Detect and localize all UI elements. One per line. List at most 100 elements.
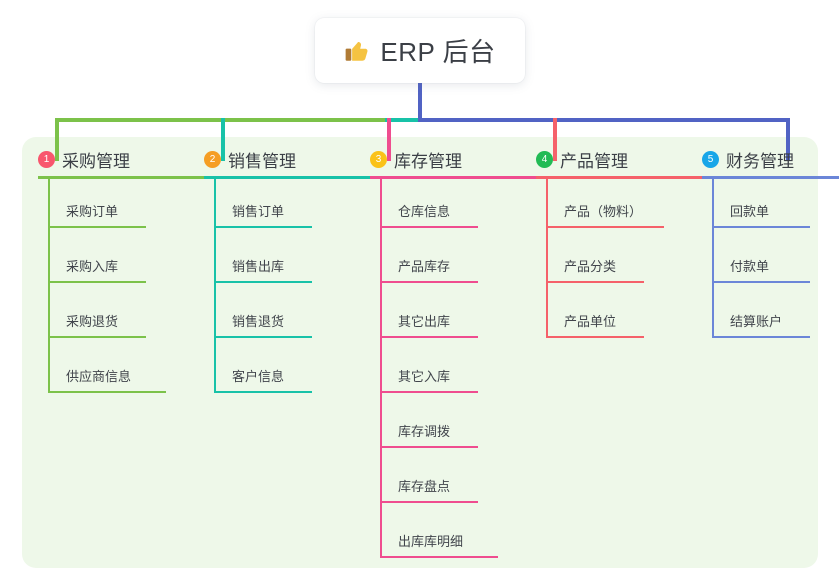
branch-header-3[interactable]: 3 库存管理 [370, 148, 540, 171]
leaf-label: 回款单 [730, 204, 770, 219]
branch-badge-4: 4 [536, 150, 553, 168]
branch-header-2[interactable]: 2 销售管理 [204, 148, 374, 171]
leaf-rule [380, 556, 498, 558]
leaf-node[interactable]: 产品单位 [546, 289, 706, 344]
leaf-label: 产品分类 [564, 259, 617, 274]
leaf-label: 结算账户 [730, 314, 783, 329]
leaf-list-2: 销售订单销售出库销售退货客户信息 [214, 179, 374, 399]
leaf-rule [712, 226, 810, 228]
leaf-spine [48, 179, 50, 393]
branch-column-2: 2 销售管理 销售订单销售出库销售退货客户信息 [204, 148, 374, 399]
leaf-node[interactable]: 其它出库 [380, 289, 540, 344]
leaf-rule [48, 281, 146, 283]
connector-bus-right [418, 118, 790, 122]
leaf-node[interactable]: 付款单 [712, 234, 839, 289]
branch-column-4: 4 产品管理 产品（物料） 产品分类产品单位 [536, 148, 706, 344]
branch-badge-3: 3 [370, 150, 387, 168]
leaf-list-3: 仓库信息产品库存其它出库其它入库库存调拨库存盘点出库库明细 [380, 179, 540, 564]
leaf-node[interactable]: 产品库存 [380, 234, 540, 289]
leaf-rule [380, 281, 478, 283]
leaf-label: 销售出库 [232, 259, 285, 274]
leaf-label: 其它入库 [398, 369, 451, 384]
leaf-node[interactable]: 销售订单 [214, 179, 374, 234]
branch-title-4: 产品管理 [560, 151, 628, 171]
leaf-rule [48, 226, 146, 228]
leaf-node[interactable]: 产品分类 [546, 234, 706, 289]
leaf-label: 供应商信息 [66, 369, 132, 384]
connector-drop-5 [786, 118, 790, 161]
branch-badge-1: 1 [38, 150, 55, 168]
leaf-spine [380, 179, 382, 558]
leaf-rule [48, 336, 146, 338]
connector-drop-1 [55, 118, 59, 161]
leaf-label: 库存调拨 [398, 424, 451, 439]
leaf-node[interactable]: 采购退货 [48, 289, 208, 344]
leaf-list-5: 回款单付款单结算账户 [712, 179, 839, 344]
leaf-label: 其它出库 [398, 314, 451, 329]
leaf-rule [546, 226, 664, 228]
branch-header-4[interactable]: 4 产品管理 [536, 148, 706, 171]
branch-title-2: 销售管理 [228, 151, 296, 171]
leaf-rule [48, 391, 166, 393]
branch-column-3: 3 库存管理 仓库信息产品库存其它出库其它入库库存调拨库存盘点出库库明细 [370, 148, 540, 564]
connector-bus-left [55, 118, 385, 122]
branch-title-5: 财务管理 [726, 151, 794, 171]
leaf-node[interactable]: 结算账户 [712, 289, 839, 344]
leaf-rule [380, 446, 478, 448]
branch-column-1: 1 采购管理 采购订单采购入库采购退货供应商信息 [38, 148, 208, 399]
connector-trunk [418, 83, 422, 121]
connector-bus-mid [385, 118, 420, 122]
branch-rule-2 [204, 176, 374, 179]
leaf-rule [214, 226, 312, 228]
branch-header-5[interactable]: 5 财务管理 [702, 148, 839, 171]
leaf-rule [214, 336, 312, 338]
leaf-rule [546, 281, 644, 283]
leaf-node[interactable]: 仓库信息 [380, 179, 540, 234]
leaf-rule [380, 501, 478, 503]
leaf-node[interactable]: 其它入库 [380, 344, 540, 399]
leaf-node[interactable]: 销售出库 [214, 234, 374, 289]
leaf-node[interactable]: 库存调拨 [380, 399, 540, 454]
diagram-panel [22, 137, 818, 568]
branch-header-1[interactable]: 1 采购管理 [38, 148, 208, 171]
connector-drop-3 [387, 118, 391, 161]
branch-rule-4 [536, 176, 706, 179]
leaf-rule [546, 336, 644, 338]
leaf-list-4: 产品（物料） 产品分类产品单位 [546, 179, 706, 344]
connector-drop-2 [221, 118, 225, 161]
leaf-node[interactable]: 销售退货 [214, 289, 374, 344]
leaf-label: 产品库存 [398, 259, 451, 274]
leaf-list-1: 采购订单采购入库采购退货供应商信息 [48, 179, 208, 399]
leaf-label: 产品（物料） [564, 204, 643, 219]
leaf-label: 采购退货 [66, 314, 119, 329]
branch-title-3: 库存管理 [394, 151, 462, 171]
leaf-rule [712, 281, 810, 283]
branch-badge-5: 5 [702, 150, 719, 168]
leaf-node[interactable]: 库存盘点 [380, 454, 540, 509]
leaf-label: 产品单位 [564, 314, 617, 329]
branch-rule-1 [38, 176, 208, 179]
root-node[interactable]: ERP 后台 [315, 18, 525, 83]
leaf-node[interactable]: 产品（物料） [546, 179, 706, 234]
leaf-node[interactable]: 客户信息 [214, 344, 374, 399]
branch-badge-2: 2 [204, 150, 221, 168]
thumbs-up-icon [344, 38, 370, 64]
leaf-rule [380, 336, 478, 338]
leaf-rule [712, 336, 810, 338]
leaf-label: 销售订单 [232, 204, 285, 219]
branch-column-5: 5 财务管理 回款单付款单结算账户 [702, 148, 839, 344]
leaf-node[interactable]: 回款单 [712, 179, 839, 234]
branch-rule-5 [702, 176, 839, 179]
leaf-spine [712, 179, 714, 338]
branch-title-1: 采购管理 [62, 151, 130, 171]
leaf-label: 客户信息 [232, 369, 285, 384]
leaf-node[interactable]: 出库库明细 [380, 509, 540, 564]
leaf-label: 仓库信息 [398, 204, 451, 219]
leaf-node[interactable]: 供应商信息 [48, 344, 208, 399]
leaf-node[interactable]: 采购订单 [48, 179, 208, 234]
leaf-label: 采购入库 [66, 259, 119, 274]
leaf-node[interactable]: 采购入库 [48, 234, 208, 289]
root-title: ERP 后台 [380, 37, 496, 67]
leaf-spine [546, 179, 548, 338]
leaf-rule [214, 391, 312, 393]
